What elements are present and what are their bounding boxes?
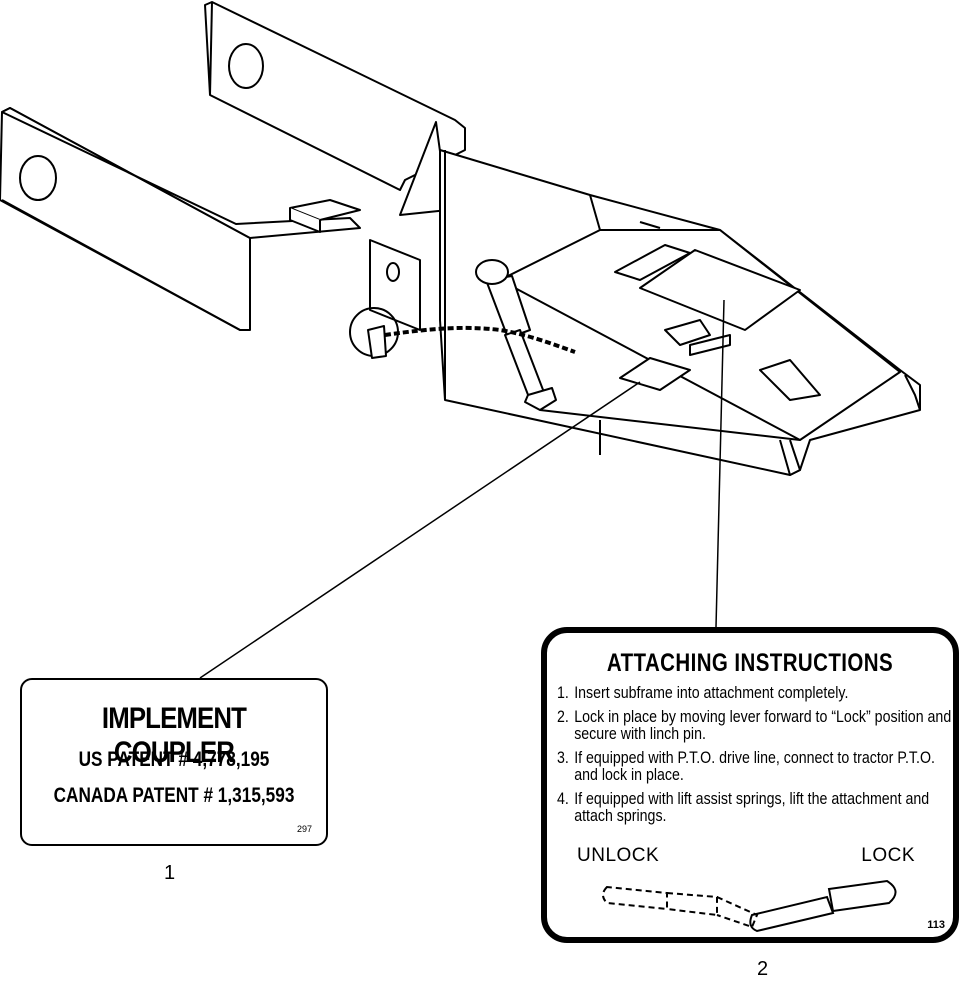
callout-2: 2 bbox=[757, 958, 769, 980]
step-number: 1. bbox=[557, 684, 569, 702]
leader-line-1 bbox=[199, 381, 641, 679]
plate-decal-small bbox=[614, 244, 691, 281]
chain bbox=[384, 325, 576, 354]
step-text: If equipped with lift assist springs, li… bbox=[574, 790, 930, 825]
instruction-list: 1. Insert subframe into attachment comple… bbox=[557, 685, 952, 832]
canada-patent-text: CANADA PATENT # 1,315,593 bbox=[53, 784, 295, 807]
lock-label: LOCK bbox=[861, 845, 915, 866]
instruction-step: 4. If equipped with lift assist springs, … bbox=[557, 791, 952, 825]
leader-line-2 bbox=[715, 299, 725, 628]
callout-1: 1 bbox=[164, 862, 176, 884]
attaching-instructions-decal: ATTACHING INSTRUCTIONS 1. Insert subframe… bbox=[541, 627, 959, 943]
plate-decal-low bbox=[619, 357, 691, 391]
instruction-step: 1. Insert subframe into attachment comple… bbox=[557, 685, 952, 702]
decal2-code: 113 bbox=[927, 919, 945, 931]
decal1-title: IMPLEMENT COUPLER bbox=[101, 702, 247, 769]
instruction-step: 2. Lock in place by moving lever forward … bbox=[557, 709, 952, 743]
upper-arm bbox=[204, 1, 466, 191]
upper-arm-hole bbox=[228, 43, 264, 89]
left-arm-top bbox=[1, 107, 361, 239]
left-arm-hole bbox=[19, 155, 57, 201]
step-number: 2. bbox=[557, 708, 569, 726]
step-number: 4. bbox=[557, 790, 569, 808]
lever-position-icon bbox=[602, 879, 897, 933]
decal1-code: 297 bbox=[296, 824, 312, 834]
instruction-step: 3. If equipped with P.T.O. drive line, co… bbox=[557, 750, 952, 784]
step-text: Insert subframe into attachment complete… bbox=[574, 684, 849, 702]
us-patent-text: US PATENT # 4,778,195 bbox=[78, 748, 270, 771]
step-number: 3. bbox=[557, 749, 569, 767]
decal2-title: ATTACHING INSTRUCTIONS bbox=[606, 649, 894, 677]
step-text: If equipped with P.T.O. drive line, conn… bbox=[574, 749, 935, 784]
unlock-label: UNLOCK bbox=[577, 845, 660, 866]
step-text: Lock in place by moving lever forward to… bbox=[574, 708, 952, 743]
plate-decal-large bbox=[639, 249, 801, 331]
implement-coupler-decal: IMPLEMENT COUPLER US PATENT # 4,778,195 … bbox=[20, 678, 328, 846]
